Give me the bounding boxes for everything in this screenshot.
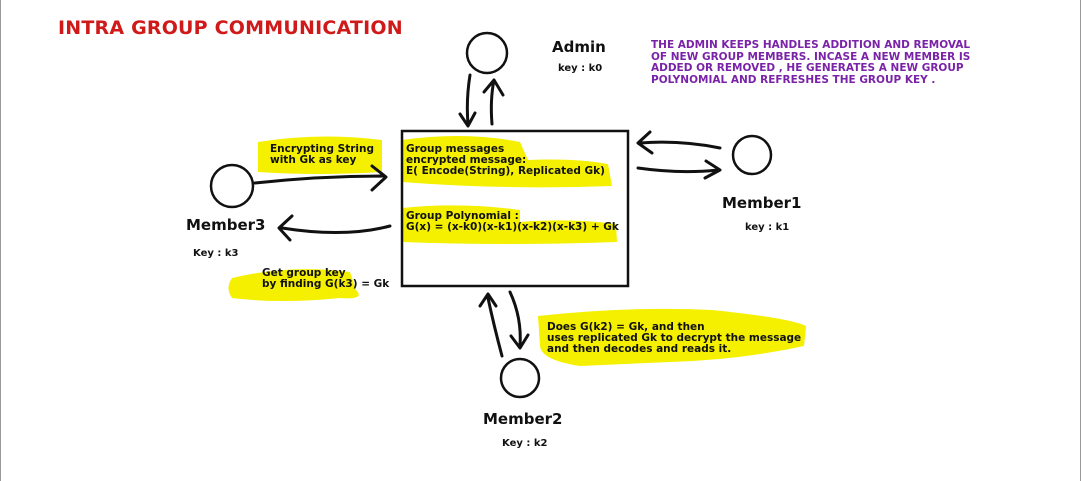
member2-label: Member2 [483,410,563,428]
member1-key: key : k1 [745,222,790,233]
group-polynomial-text: Group Polynomial : G(x) = (x-k0)(x-k1)(x… [406,210,619,233]
member1-label: Member1 [722,194,802,212]
member3-key: Key : k3 [193,248,239,259]
admin-node [465,31,509,75]
arrow-member1-to-box [636,130,722,155]
highlight-encrypting [258,136,382,174]
member2-key: Key : k2 [502,438,548,449]
right-border [1080,0,1081,481]
arrow-admin-to-box [458,73,477,128]
get-key-note: Get group key by finding G(k3) = Gk [262,267,390,290]
left-border [0,0,1,481]
group-messages-text: Group messages encrypted message: E( Enc… [406,143,605,177]
highlight-decrypt [538,308,806,366]
page-title: INTRA GROUP COMMUNICATION [58,17,403,39]
arrow-box-to-member2 [508,290,530,350]
highlight-group-messages [402,135,612,188]
arrow-member3-to-box [253,164,388,192]
arrow-box-to-member3 [277,214,392,242]
highlight-polynomial [402,205,617,244]
admin-label: Admin [552,38,606,56]
arrow-member2-to-box [478,292,504,358]
member3-node [209,163,255,209]
arrow-box-to-member1 [636,159,722,180]
member1-node [731,134,773,176]
arrow-box-to-admin [482,78,505,126]
admin-note: THE ADMIN KEEPS HANDLES ADDITION AND REM… [651,39,971,86]
member3-label: Member3 [186,216,266,234]
member2-node [499,357,541,399]
admin-key: key : k0 [558,63,603,74]
encrypting-note: Encrypting String with Gk as key [270,143,375,166]
group-box [400,129,630,288]
decrypt-note: Does G(k2) = Gk, and then uses replicate… [547,321,802,355]
highlight-get-key [228,269,359,301]
